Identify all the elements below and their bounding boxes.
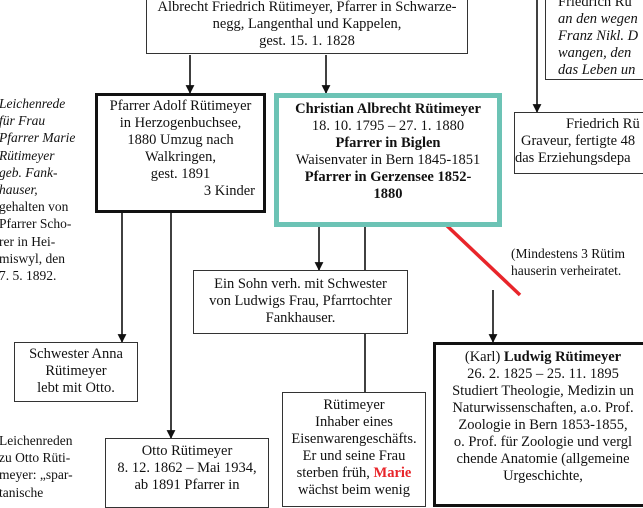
otto-line-1: Otto Rütimeyer — [141, 443, 233, 459]
friedrich-line-1: Friedrich Rü — [566, 116, 640, 132]
mindestens-line-1: (Mindestens 3 Rütim — [511, 246, 625, 261]
top-right-line-5: das Leben un — [558, 62, 636, 78]
ludwig-name-prefix: (Karl) — [464, 349, 504, 365]
box-ein-sohn: Ein Sohn verh. mit Schwester von Ludwigs… — [193, 270, 408, 334]
note1-line-5: geb. Fank- — [0, 164, 58, 180]
christian-name: Christian Albrecht Rütimeyer — [295, 101, 481, 117]
ruet-line-2: Inhaber eines — [315, 414, 393, 430]
note2-line-3: meyer: „spar- — [0, 467, 73, 483]
box-friedrich: Friedrich Rü Graveur, fertigte 48 das Er… — [514, 112, 643, 174]
top-box-line-3: gest. 15. 1. 1828 — [259, 33, 355, 49]
ruet-line-6: wächst beim wenig — [298, 482, 410, 498]
anna-line-1: Schwester Anna — [29, 346, 123, 362]
note-leichenrede-marie: Leichenrede für Frau Pfarrer Marie Rütim… — [0, 95, 75, 284]
anna-line-3: lebt mit Otto. — [37, 380, 115, 396]
ludwig-line-3: Naturwissenschaften, a.o. Prof. — [452, 400, 634, 416]
top-right-line-3: Franz Nikl. D — [558, 28, 639, 44]
box-otto: Otto Rütimeyer 8. 12. 1862 – Mai 1934, a… — [105, 438, 269, 508]
ludwig-name: (Karl) Ludwig Rütimeyer — [436, 349, 643, 366]
note2-line-4: tanische — [0, 484, 44, 500]
note-mindestens: (Mindestens 3 Rütim hauserin verheiratet… — [511, 245, 625, 279]
box-adolf: Pfarrer Adolf Rütimeyer in Herzogenbuchs… — [95, 93, 266, 213]
otto-line-2: 8. 12. 1862 – Mai 1934, — [117, 460, 257, 476]
top-right-line-1: Friedrich Rü — [558, 0, 632, 10]
adolf-line-2: in Herzogenbuchsee, — [119, 115, 242, 131]
top-box-line-1: Albrecht Friedrich Rütimeyer, Pfarrer in… — [157, 0, 457, 15]
note2-line-1: Leichenreden — [0, 433, 73, 448]
top-right-line-2: an den wegen — [558, 11, 638, 27]
note1-line-8: Pfarrer Scho- — [0, 216, 72, 232]
note1-line-10: miswyl, den — [0, 250, 65, 266]
marie-highlight: Marie — [373, 465, 412, 481]
adolf-line-5: gest. 1891 — [150, 166, 211, 182]
sohn-line-2: von Ludwigs Frau, Pfarrtochter — [209, 293, 392, 309]
note-leichenreden-otto: Leichenreden zu Otto Rüti- meyer: „spar-… — [0, 432, 73, 501]
ruet-line-4: Er und seine Frau — [302, 448, 406, 464]
adolf-line-3: 1880 Umzug nach — [127, 132, 234, 148]
top-right-line-4: wangen, den — [558, 45, 632, 61]
ruet-line-1: Rütimeyer — [323, 397, 385, 413]
ludwig-name-bold: Ludwig Rütimeyer — [503, 349, 622, 365]
note1-line-9: rer in Hei- — [0, 233, 56, 249]
ruet-line-5-prefix: sterben früh, — [296, 465, 374, 481]
christian-role-3b: 1880 — [373, 186, 403, 202]
ludwig-line-2: Studiert Theologie, Medizin un — [452, 383, 634, 399]
christian-role-1: Pfarrer in Biglen — [335, 135, 441, 151]
adolf-line-1: Pfarrer Adolf Rütimeyer — [109, 98, 252, 114]
sohn-line-3: Fankhauser. — [265, 310, 336, 326]
friedrich-line-2: Graveur, fertigte 48 — [521, 133, 636, 149]
note2-line-2: zu Otto Rüti- — [0, 450, 71, 466]
ruet-line-3: Eisenwarengeschäfts. — [291, 431, 417, 447]
box-anna: Schwester Anna Rütimeyer lebt mit Otto. — [14, 342, 138, 402]
ludwig-line-1: 26. 2. 1825 – 25. 11. 1895 — [467, 366, 619, 382]
anna-line-2: Rütimeyer — [45, 363, 107, 379]
box-albrecht-friedrich: Albrecht Friedrich Rütimeyer, Pfarrer in… — [146, 0, 468, 54]
ludwig-line-7: Urgeschichte, — [503, 468, 583, 484]
note1-line-6: hauser, — [0, 182, 38, 198]
christian-dates: 18. 10. 1795 – 27. 1. 1880 — [311, 118, 465, 134]
mindestens-line-2: hauserin verheiratet. — [511, 263, 622, 279]
ruet-line-5: sterben früh, Marie — [283, 465, 425, 482]
note1-line-7: gehalten von — [0, 199, 69, 215]
note1-line-3: Pfarrer Marie — [0, 130, 76, 146]
adolf-line-4: Walkringen, — [145, 149, 216, 165]
box-ruetimeyer-eisenwaren: Rütimeyer Inhaber eines Eisenwarengeschä… — [282, 392, 426, 507]
sohn-line-1: Ein Sohn verh. mit Schwester — [214, 276, 387, 292]
ludwig-line-6: chende Anatomie (allgemeine — [456, 451, 630, 467]
top-box-line-2: negg, Langenthal und Kappelen, — [212, 16, 402, 32]
box-ludwig: (Karl) Ludwig Rütimeyer 26. 2. 1825 – 25… — [433, 342, 643, 507]
box-christian-albrecht: Christian Albrecht Rütimeyer 18. 10. 179… — [274, 93, 502, 227]
friedrich-line-3: das Erziehungsdepa — [515, 150, 631, 166]
otto-line-3: ab 1891 Pfarrer in — [134, 477, 240, 493]
note1-line-1: Leichenrede — [0, 96, 66, 111]
note1-line-4: Rütimeyer — [0, 147, 55, 163]
christian-role-3a: Pfarrer in Gerzensee 1852- — [304, 169, 472, 185]
ludwig-line-4: Zoologie in Bern 1853-1855, — [458, 417, 628, 433]
note1-line-2: für Frau — [0, 113, 46, 129]
box-friedrich-note-top: Friedrich Rü an den wegen Franz Nikl. D … — [545, 0, 643, 80]
adolf-children: 3 Kinder — [203, 183, 255, 199]
ludwig-line-5: o. Prof. für Zoologie und vergl — [453, 434, 633, 450]
note1-line-11: 7. 5. 1892. — [0, 268, 57, 284]
christian-role-2: Waisenvater in Bern 1845-1851 — [295, 152, 481, 168]
